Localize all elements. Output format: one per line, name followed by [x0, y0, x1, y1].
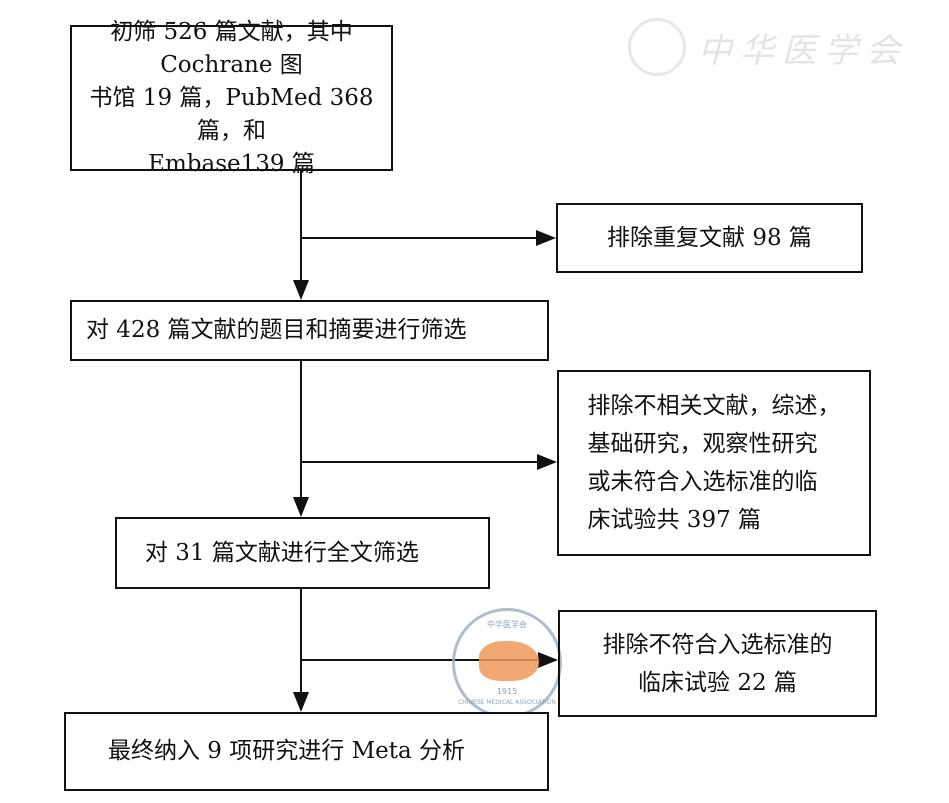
text-line: 对 428 篇文献的题目和摘要进行筛选 — [86, 317, 467, 343]
text-line: Embase139 篇 — [148, 150, 315, 177]
watermark: 中华医学会 — [628, 18, 908, 76]
text-line: 或未符合入选标准的临 — [587, 469, 818, 495]
text-line: 床试验共 397 篇 — [587, 507, 762, 533]
logo-cn: 中华医学会 — [487, 620, 527, 629]
text-line: 排除重复文献 98 篇 — [607, 224, 812, 251]
text-line: 最终纳入 9 项研究进行 Meta 分析 — [108, 738, 465, 764]
text-line: 临床试验 22 篇 — [638, 669, 797, 696]
text-line: 初筛 526 篇文献，其中 Cochrane 图 — [110, 18, 353, 78]
logo-year: 1915 — [496, 687, 518, 696]
box-exclude-duplicates: 排除重复文献 98 篇 — [556, 203, 863, 273]
watermark-text: 中华医学会 — [698, 30, 908, 71]
text-line: 基础研究，观察性研究 — [587, 431, 818, 457]
box-exclude-irrelevant: 排除不相关文献，综述， 基础研究，观察性研究 或未符合入选标准的临 床试验共 3… — [557, 370, 871, 556]
text-line: 书馆 19 篇，PubMed 368 篇，和 — [89, 84, 374, 144]
watermark-seal-icon — [628, 18, 686, 76]
logo-en: CHINESE MEDICAL ASSOCIATION — [458, 699, 556, 706]
box-initial-screening: 初筛 526 篇文献，其中 Cochrane 图 书馆 19 篇，PubMed … — [70, 19, 393, 177]
text-line: 对 31 篇文献进行全文筛选 — [145, 539, 419, 566]
cma-logo: 中华医学会 1915 CHINESE MEDICAL ASSOCIATION — [452, 608, 562, 718]
box-final-inclusion: 最终纳入 9 项研究进行 Meta 分析 — [64, 712, 549, 791]
box-exclude-criteria: 排除不符合入选标准的 临床试验 22 篇 — [558, 610, 877, 717]
text-line: 排除不相关文献，综述， — [587, 393, 841, 419]
box-title-abstract-screening: 对 428 篇文献的题目和摘要进行筛选 — [70, 300, 549, 361]
box-fulltext-screening: 对 31 篇文献进行全文筛选 — [115, 517, 490, 589]
china-map-icon — [479, 641, 539, 681]
text-line: 排除不符合入选标准的 — [602, 631, 833, 658]
